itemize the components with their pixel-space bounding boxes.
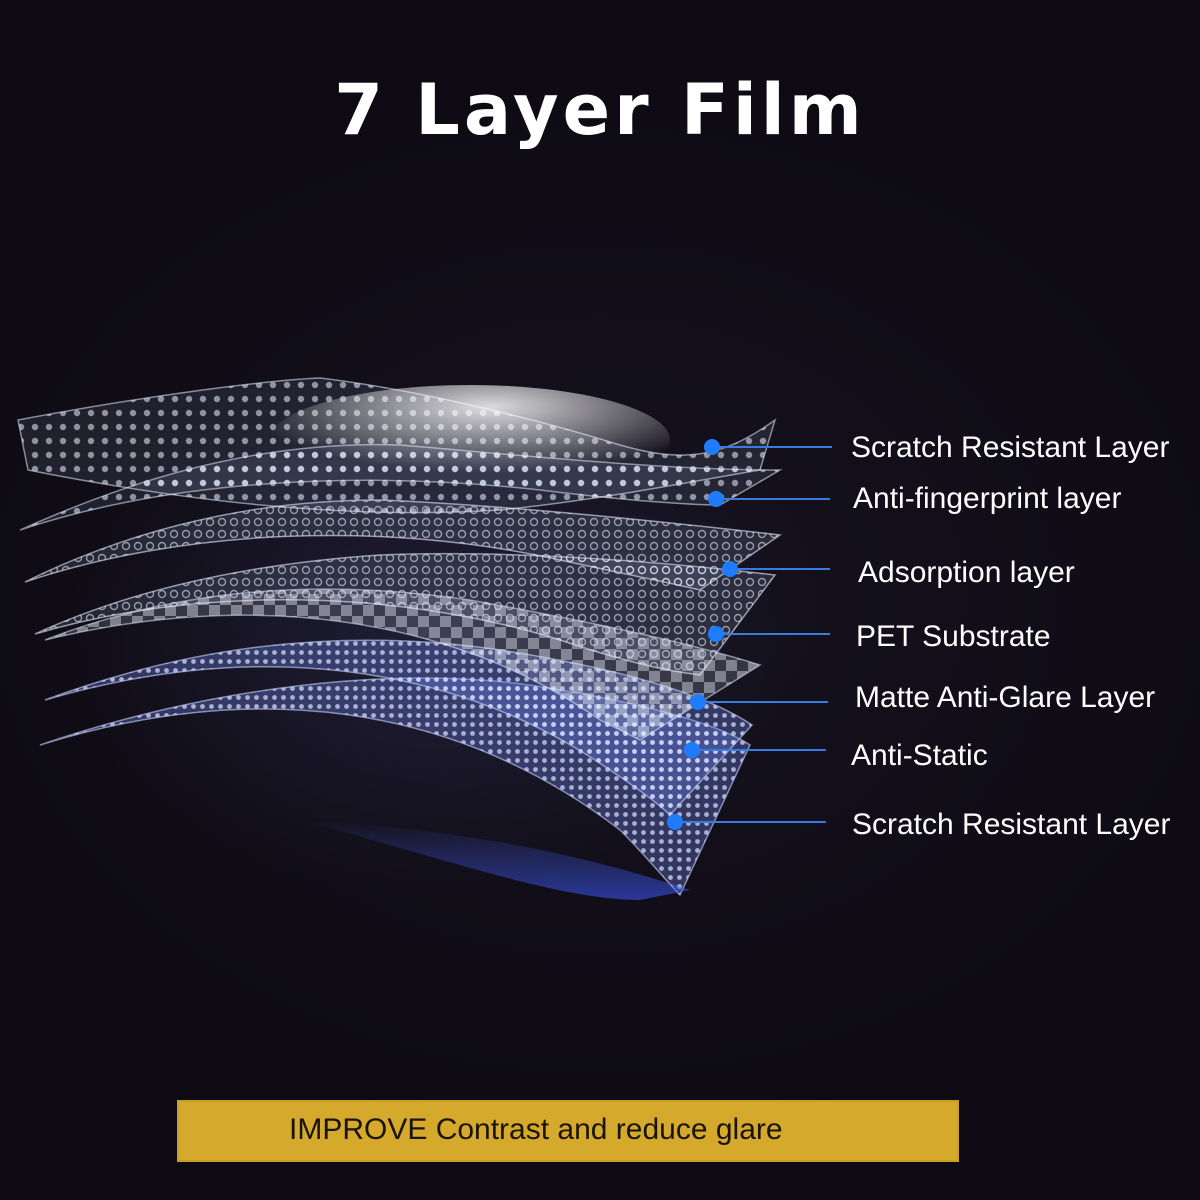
layer-label-2: Anti-fingerprint layer <box>853 482 1122 515</box>
layer-label-5: Matte Anti-Glare Layer <box>855 681 1156 714</box>
banner-text: IMPROVE Contrast and reduce glare <box>289 1113 783 1146</box>
layer-label-3: Adsorption layer <box>858 556 1075 589</box>
marker-dot-3 <box>722 561 738 577</box>
marker-dot-6 <box>684 742 700 758</box>
page-title: 7 Layer Film <box>334 69 866 151</box>
layer-label-7: Scratch Resistant Layer <box>852 808 1171 841</box>
marker-dot-1 <box>704 439 720 455</box>
marker-dot-4 <box>708 626 724 642</box>
sheet-3 <box>24 499 783 591</box>
feature-banner: IMPROVE Contrast and reduce glare <box>177 1100 959 1162</box>
markers <box>667 439 738 830</box>
layer-label-4: PET Substrate <box>856 620 1051 653</box>
sheet-4 <box>34 552 777 676</box>
layer-label-1: Scratch Resistant Layer <box>851 431 1170 464</box>
sheet-1 <box>17 377 777 514</box>
marker-dot-5 <box>690 694 706 710</box>
leader-lines <box>675 446 832 823</box>
layer-label-6: Anti-Static <box>851 739 988 772</box>
marker-dot-2 <box>708 491 724 507</box>
marker-dot-7 <box>667 814 683 830</box>
